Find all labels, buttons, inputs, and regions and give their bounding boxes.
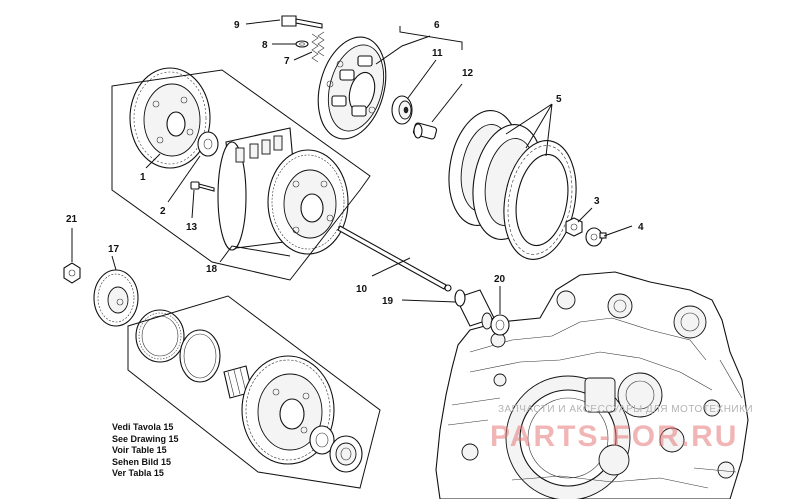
o-ring xyxy=(179,329,221,383)
watermark: ЗАПЧАСТИ И АКСЕССУАРЫ ДЛЯ МОТОТЕХНИКИ PA… xyxy=(490,404,753,453)
reference-note-line: See Drawing 15 xyxy=(112,433,179,444)
callout-12: 12 xyxy=(462,68,474,79)
push-rod xyxy=(337,225,452,292)
pressure-plate xyxy=(317,36,387,140)
thrust-washer xyxy=(197,131,219,157)
bushing xyxy=(454,289,495,330)
spacer-washer xyxy=(309,425,335,455)
watermark-tagline: ЗАПЧАСТИ И АКСЕССУАРЫ ДЛЯ МОТОТЕХНИКИ xyxy=(498,404,753,415)
callout-20: 20 xyxy=(494,274,506,285)
clutch-basket xyxy=(217,127,349,255)
clutch-spring-bolt xyxy=(281,15,325,63)
callout-10: 10 xyxy=(356,284,368,295)
callout-6: 6 xyxy=(434,20,440,31)
callout-9: 9 xyxy=(234,20,240,31)
callout-13: 13 xyxy=(186,222,198,233)
callout-11: 11 xyxy=(432,48,443,59)
callout-7: 7 xyxy=(284,56,290,67)
reference-note-line: Voir Table 15 xyxy=(112,445,167,455)
reference-note-line: Vedi Tavola 15 xyxy=(112,422,174,432)
callout-1: 1 xyxy=(140,172,146,183)
callout-18: 18 xyxy=(206,264,218,275)
callout-4: 4 xyxy=(638,222,644,233)
clutch-hub xyxy=(129,67,211,169)
screw xyxy=(190,181,215,192)
callout-5: 5 xyxy=(556,94,562,105)
push-piece xyxy=(412,122,438,140)
watermark-logo: PARTS-FOR.RU xyxy=(490,420,738,453)
leader-lines xyxy=(71,19,633,489)
reference-note-line: Sehen Bild 15 xyxy=(112,456,172,467)
callout-2: 2 xyxy=(160,206,166,217)
crankcase xyxy=(435,271,749,499)
callout-17: 17 xyxy=(108,244,120,255)
needle-bearing xyxy=(135,309,185,363)
reference-note: Vedi Tavola 15 See Drawing 15 Voir Table… xyxy=(112,422,179,480)
release-bearing xyxy=(391,95,413,125)
hub-nut xyxy=(565,217,583,237)
callout-labels: 9 8 7 6 11 12 5 1 2 13 18 3 4 21 17 10 2… xyxy=(66,20,644,307)
ball-bearing xyxy=(329,435,363,473)
oil-seal xyxy=(490,314,510,336)
callout-8: 8 xyxy=(262,40,268,51)
callout-19: 19 xyxy=(382,296,394,307)
reference-note-line: Ver Tabla 15 xyxy=(112,468,164,478)
callout-3: 3 xyxy=(594,196,600,207)
driven-gear xyxy=(241,355,335,465)
primary-gear xyxy=(93,269,139,327)
lock-washer xyxy=(585,227,607,247)
clutch-plates xyxy=(448,110,577,260)
nut-21 xyxy=(63,262,81,284)
callout-21: 21 xyxy=(66,214,78,225)
